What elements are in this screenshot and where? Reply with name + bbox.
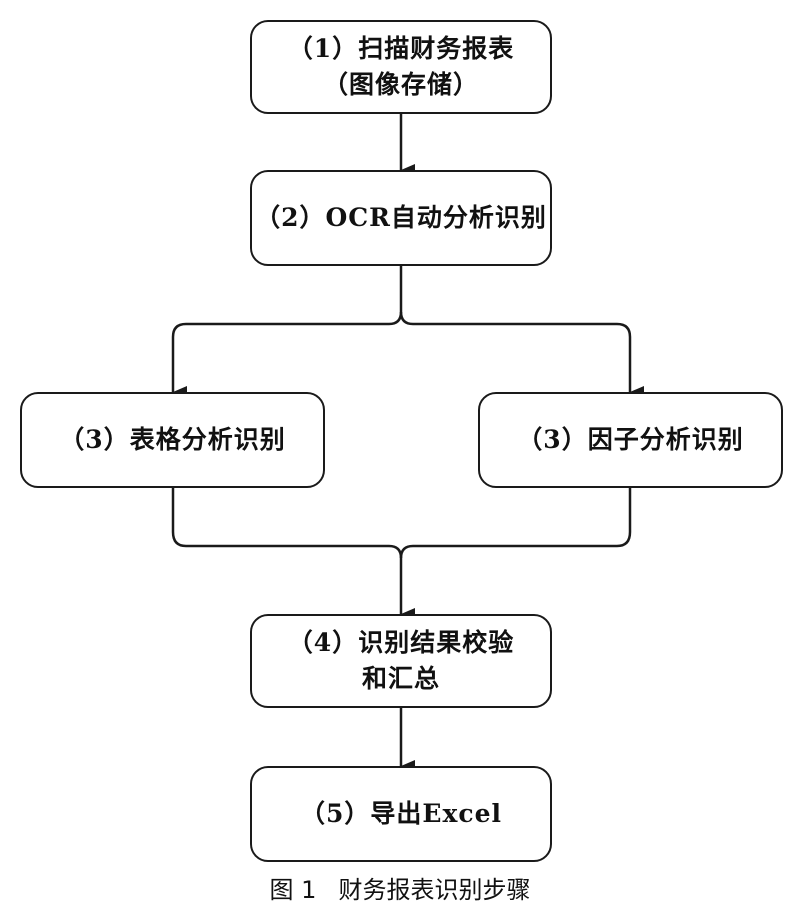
- step-5-line-1: （5）导出Excel: [300, 799, 502, 828]
- step-2-line-1: （2）OCR自动分析识别: [255, 203, 547, 232]
- connector-step2-step3b: [399, 311, 644, 398]
- connector-step3b-merge: [399, 488, 632, 559]
- figure-number: 图 1: [269, 876, 317, 904]
- step-4-line-2: 和汇总: [361, 664, 440, 693]
- step-1-line-1: （1）扫描财务报表: [287, 34, 515, 63]
- step-1-line-2: （图像存储）: [322, 70, 479, 99]
- step-3a-line-1: （3）表格分析识别: [59, 425, 286, 454]
- connector-step3a-merge: [171, 488, 415, 620]
- step-2-ocr-recognition: （2）OCR自动分析识别: [250, 170, 552, 266]
- figure-caption: 图 1 财务报表识别步骤: [0, 872, 800, 908]
- step-5-export-excel: （5）导出Excel: [250, 766, 552, 862]
- flow-connectors: [171, 114, 644, 772]
- flowchart: （1）扫描财务报表 （图像存储） （2）OCR自动分析识别 （3）表格分析识别 …: [20, 20, 783, 862]
- step-3b-line-1: （3）因子分析识别: [517, 425, 744, 454]
- connector-step2-split: [171, 266, 403, 398]
- step-4-line-1: （4）识别结果校验: [287, 628, 515, 657]
- step-1-scan-reports: （1）扫描财务报表 （图像存储）: [250, 20, 552, 114]
- step-3-table-analysis: （3）表格分析识别: [20, 392, 325, 488]
- figure-title: 财务报表识别步骤: [338, 876, 531, 904]
- step-3-factor-analysis: （3）因子分析识别: [478, 392, 783, 488]
- step-4-verify-summarize: （4）识别结果校验 和汇总: [250, 614, 552, 708]
